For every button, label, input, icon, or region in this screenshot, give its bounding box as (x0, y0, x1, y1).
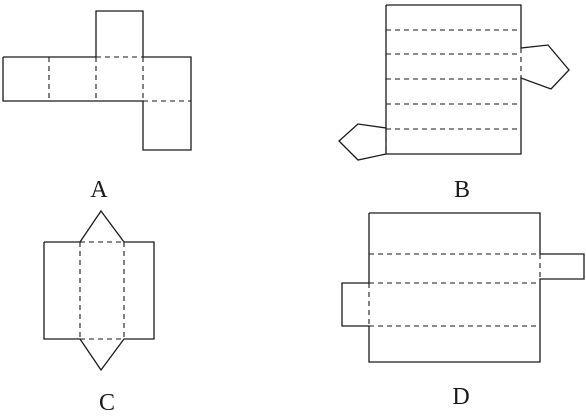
figure-b-fold-lines (385, 29, 522, 154)
figure-a-label: A (90, 177, 108, 203)
figure-a-outline (2, 10, 192, 151)
figure-d-outline (341, 212, 585, 363)
figure-a-fold-lines (48, 56, 191, 102)
figure-d-fold-lines (368, 253, 541, 327)
figure-c-fold-lines (79, 241, 125, 340)
figure-c-outline (43, 209, 155, 372)
figure-d-label: D (452, 384, 469, 410)
figure-c-label: C (99, 390, 115, 416)
figure-b-label: B (454, 177, 470, 203)
figure-a: A (2, 10, 192, 203)
figure-b-outline (338, 4, 570, 161)
figure-d: D (341, 212, 585, 410)
figure-b: B (338, 4, 570, 203)
figure-c: C (43, 209, 155, 416)
